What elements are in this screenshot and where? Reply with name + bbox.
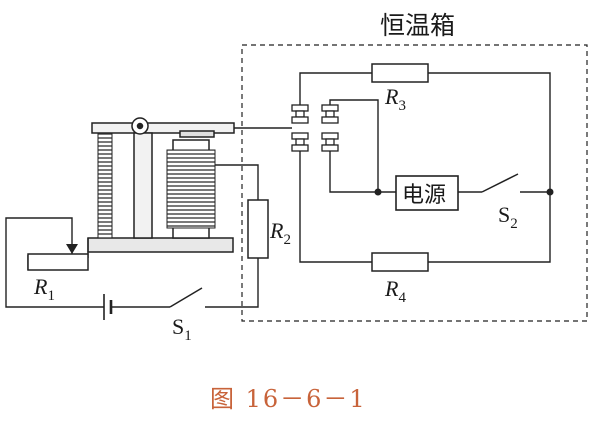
relay [87, 117, 235, 253]
rheostat-arrow [66, 244, 78, 254]
junction-right [546, 188, 554, 196]
resistor-r3 [371, 63, 429, 83]
terminal-left-bottom [291, 132, 309, 140]
terminal-left-top [291, 104, 309, 112]
label-s1: S1 [172, 314, 192, 344]
figure-caption: 图 16－6－1 [210, 385, 367, 413]
resistor-r2 [247, 199, 269, 259]
power-source [395, 175, 459, 211]
label-r2: R2 [269, 218, 291, 248]
terminal-right-bottom [321, 132, 339, 140]
label-r4: R4 [384, 276, 406, 306]
wires [5, 72, 551, 308]
resistor-r4 [371, 252, 429, 272]
switch-s1 [169, 287, 203, 308]
label-r1: R1 [33, 274, 55, 304]
junction-left [374, 188, 382, 196]
relay-base [87, 237, 234, 253]
relay-spring [97, 132, 113, 239]
terminal-left-mid [291, 116, 309, 124]
switch-s2 [481, 173, 519, 193]
relay-contact [179, 130, 215, 138]
electromagnet-coil [166, 149, 216, 229]
thermostatic-box [241, 44, 588, 322]
terminals [291, 104, 339, 152]
rheostat-r1 [27, 253, 89, 271]
label-r3: R3 [384, 84, 406, 114]
battery [103, 294, 113, 320]
power-source-label: 电源 [402, 183, 446, 208]
box-title: 恒温箱 [380, 11, 455, 40]
terminal-right-top [321, 104, 339, 112]
relay-pivot-post [133, 132, 153, 239]
label-s2: S2 [498, 202, 518, 232]
